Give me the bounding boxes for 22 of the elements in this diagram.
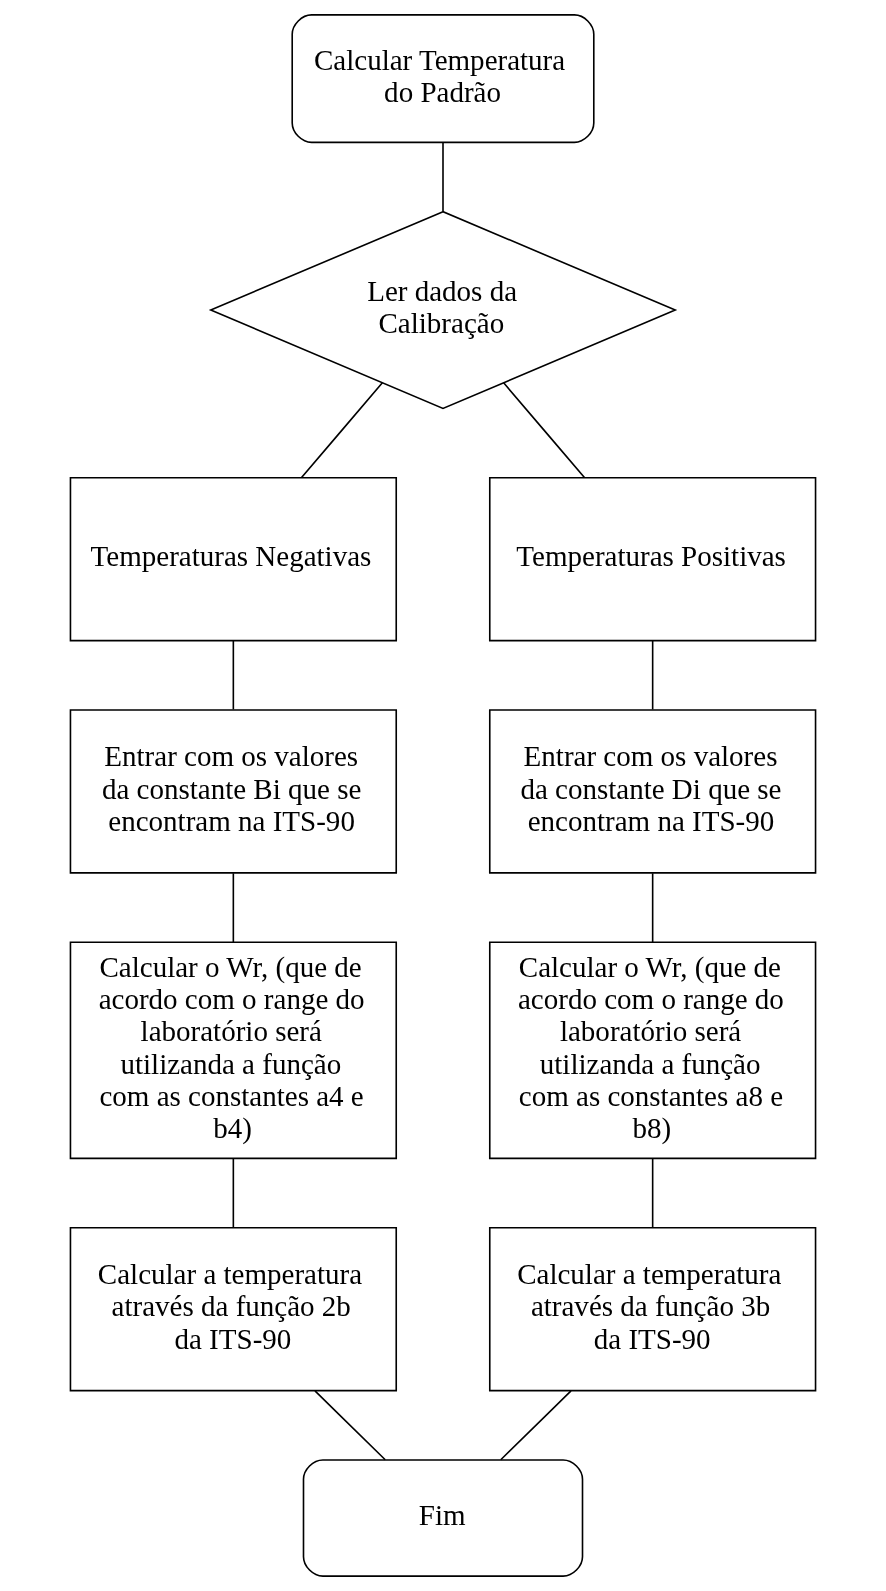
node-box: Calcular o Wr, (que de acordo com o range do laboratório será utilizanda a função com as constantes a4 e b4) (69, 941, 398, 1160)
node-box: Calcular a temperatura através da função 3b da ITS-90 (488, 1226, 817, 1392)
connector (499, 1390, 572, 1461)
connector (651, 640, 654, 711)
node-box: Temperaturas Negativas (69, 477, 398, 642)
node-diamond: Ler dados da Calibração (208, 210, 678, 410)
connector (314, 1390, 387, 1461)
connector (232, 640, 235, 711)
node-box: Temperaturas Positivas (488, 477, 817, 642)
node-box: Calcular a temperatura através da função 2b da ITS-90 (69, 1226, 398, 1392)
connector (502, 382, 586, 479)
connector (232, 1158, 235, 1229)
node-box: Calcular Temperatura do Padrão (291, 14, 595, 144)
connector (300, 382, 384, 479)
connector (442, 141, 444, 213)
node-box: Entrar com os valores da constante Di que se encontram na ITS-90 (488, 709, 817, 874)
node-box: Entrar com os valores da constante Bi que se encontram na ITS-90 (69, 709, 398, 874)
connector (651, 1158, 654, 1229)
connector (232, 872, 235, 943)
node-box: Fim (302, 1459, 584, 1577)
connector (651, 872, 654, 943)
node-box: Calcular o Wr, (que de acordo com o range do laboratório será utilizanda a função com as constantes a8 e b8) (488, 941, 817, 1160)
